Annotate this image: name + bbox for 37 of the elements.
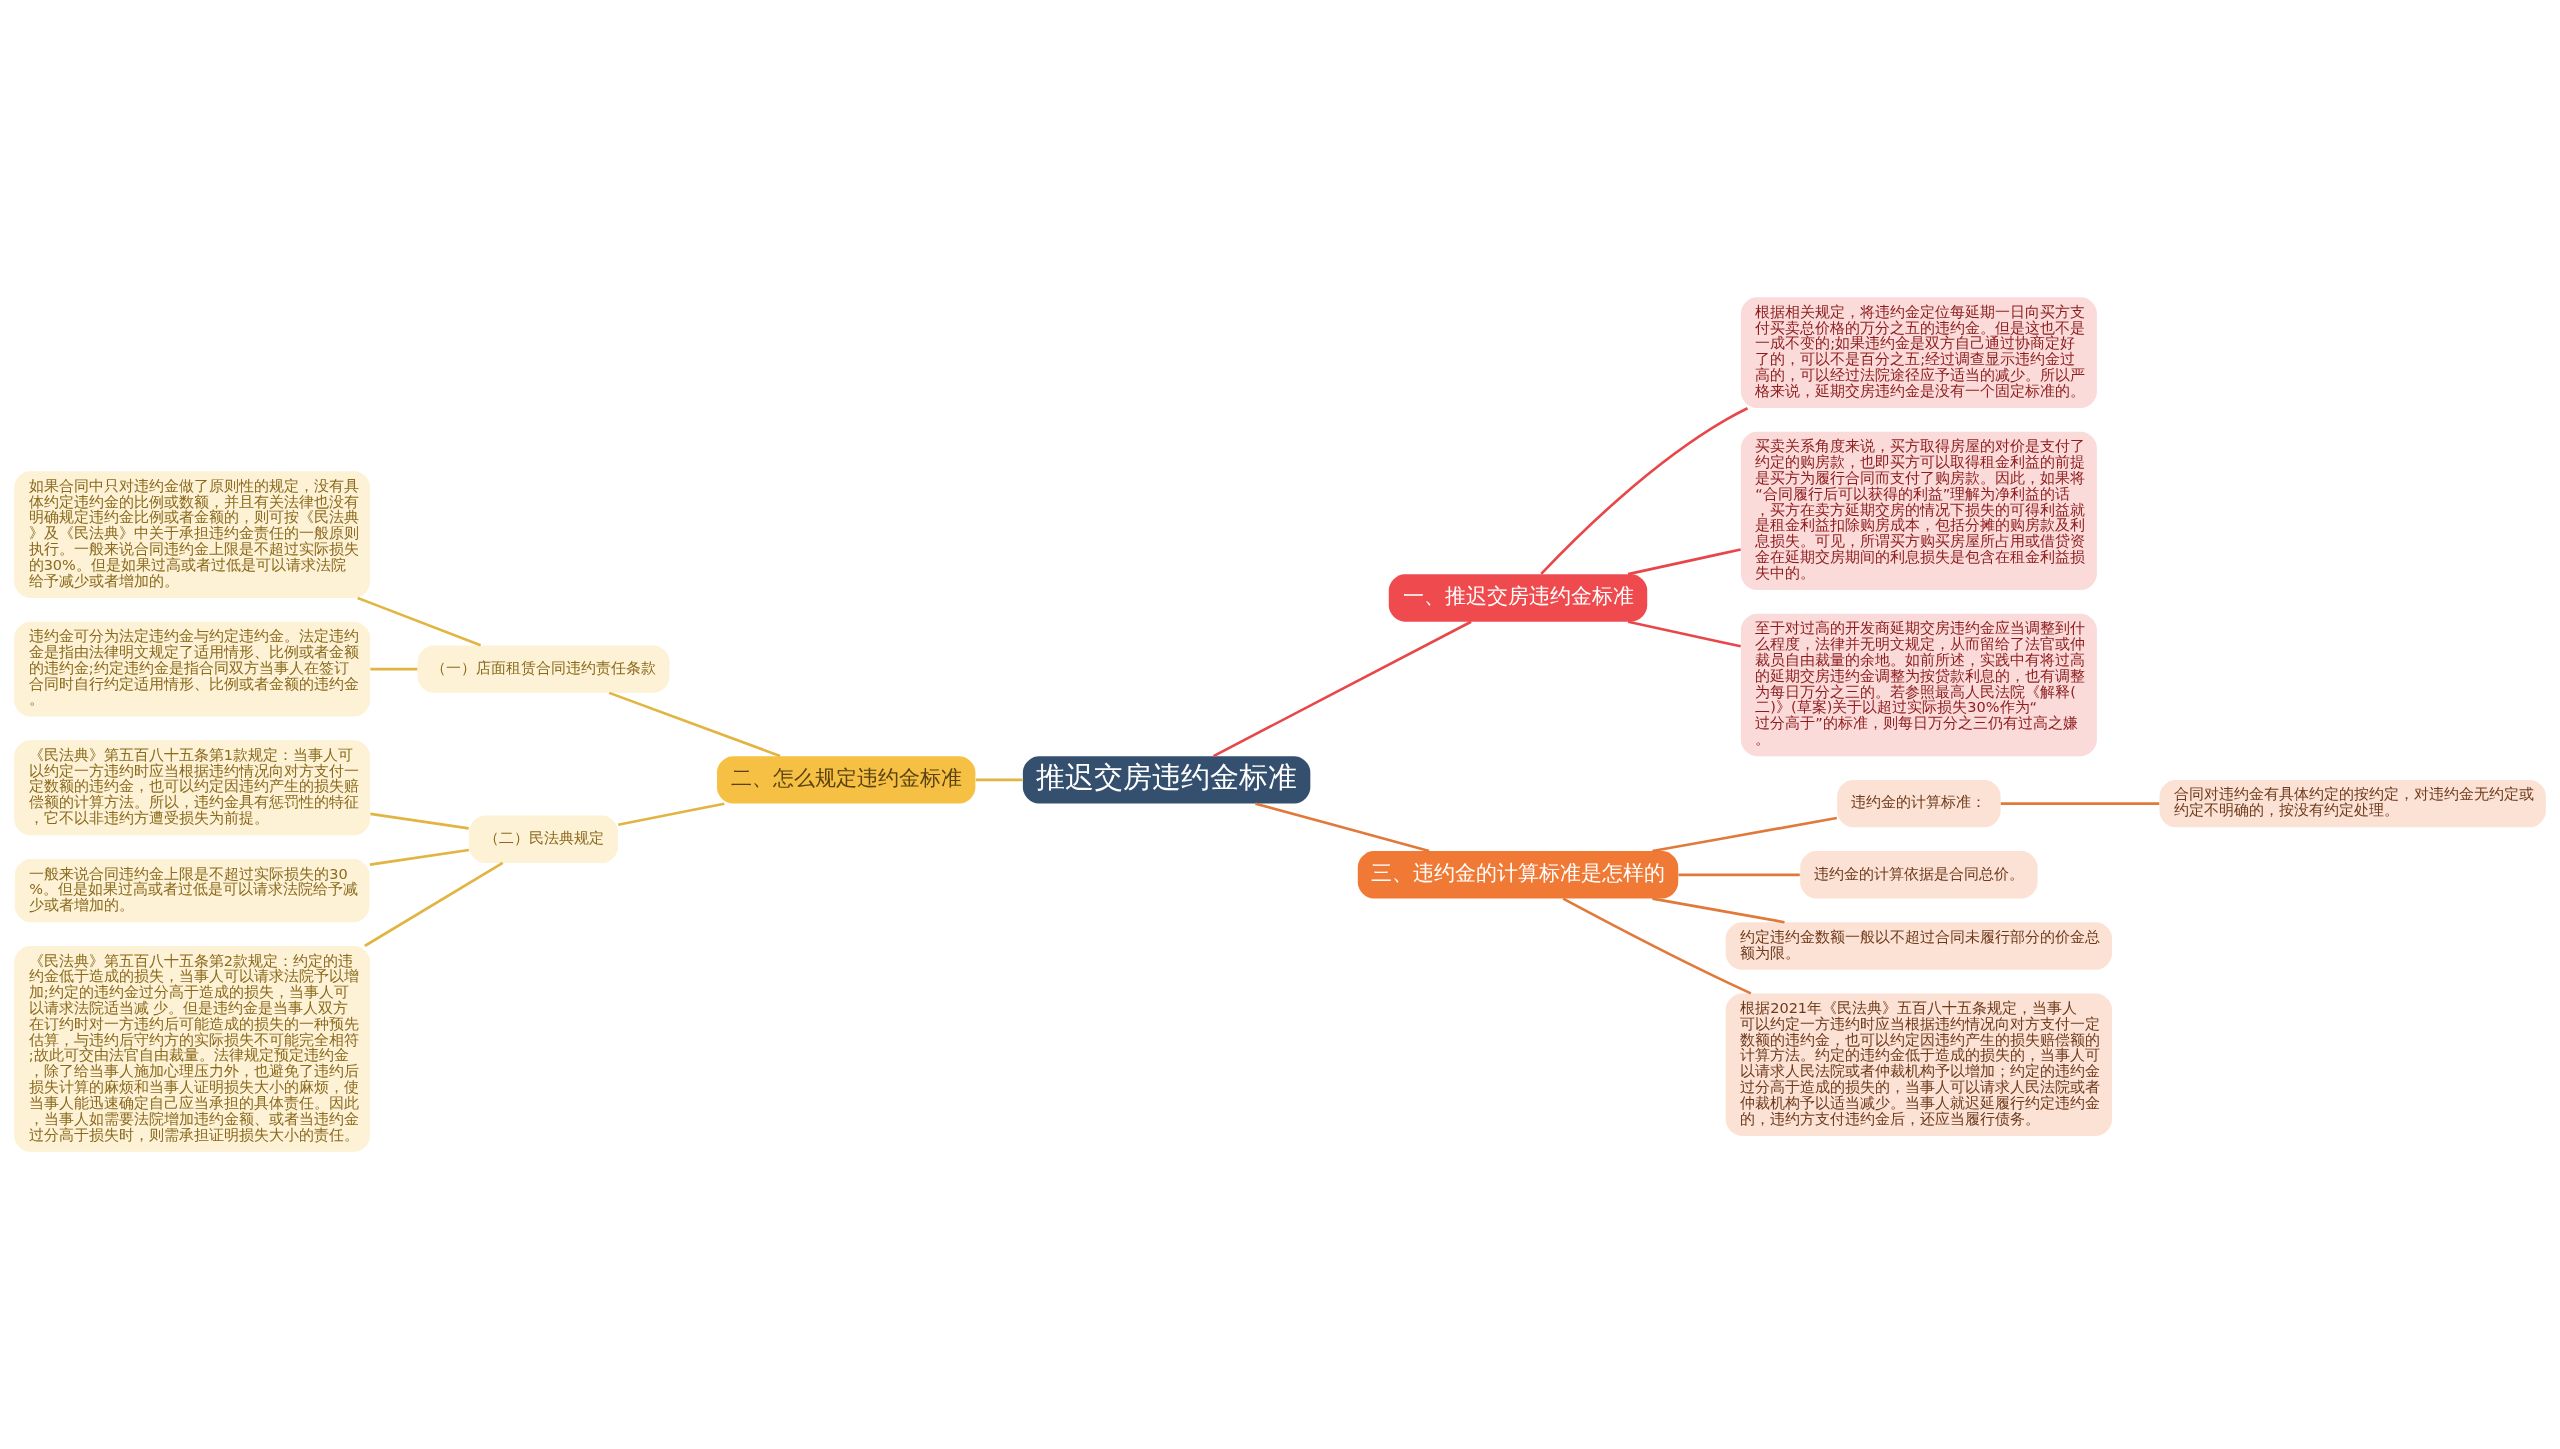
- connector: [2000, 802, 2160, 805]
- node-box: 根据相关规定，将违约金定位每延期一日向买方支付买卖总价格的万分之五的违约金。但是这也不是一成不变的;如果违约金是双方自己通过协商定好了的，可以不是百分之五;经过调查显示违约金过高的，可以经过法院途径应予适当的减少。所以严格来说，延期交房违约金是没有一个固定标准的。: [1740, 297, 2097, 409]
- connector: [370, 667, 418, 671]
- connector: [1540, 407, 1749, 575]
- connector: [364, 861, 504, 948]
- connector: [370, 812, 469, 830]
- node-box: 如果合同中只对违约金做了原则性的规定，没有具体约定违约金的比例或数额，并且有关法律也没有明确规定违约金比例或者金额的，则可按《民法典》及《民法典》中关于承担违约金责任的一般原则执行。一般来说合同违约金上限是不超过实际损失的30%。但是如果过高或者过低是可以请求法院给予减少或者增加的。: [14, 471, 371, 598]
- node-box: 至于对过高的开发商延期交房违约金应当调整到什么程度，法律并无明文规定，从而留给了法官或仲裁员自由裁量的余地。如前所述，实践中有将过高的延期交房违约金调整为按贷款利息的，也有调整为每日万分之三的。若参照最高人民法院《解释(二)》(草案)关于以超过实际损失30%作为“过分高于”的标准，则每日万分之三仍有过高之嫌。: [1740, 613, 2097, 757]
- node-box: 《民法典》第五百八十五条第1款规定：当事人可以约定一方违约时应当根据违约情况向对方支付一定数额的违约金，也可以约定因违约产生的损失赔偿额的计算方法。所以，违约金具有惩罚性的特征，它不以非违约方遭受损失为前提。: [14, 740, 371, 836]
- connector: [1678, 873, 1800, 877]
- connector: [357, 596, 482, 647]
- node-box: （二）民法典规定: [469, 815, 619, 863]
- node-box: 买卖关系角度来说，买方取得房屋的对价是支付了约定的购房款，也即买方可以取得租金利益的前提是买方为履行合同而支付了购房款。因此，如果将“合同履行后可以获得的利益”理解为净利益的话，买方在卖方延期交房的情况下损失的可得利益就是租金利益扣除购房成本，包括分摊的购房款及利息损失。可见，所谓买方购买房屋所占用或借贷资金在延期交房期间的利息损失是包含在租金利益损失中的。: [1740, 431, 2097, 590]
- connector: [1255, 802, 1430, 853]
- connector: [1652, 897, 1785, 924]
- connector: [1562, 897, 1752, 995]
- connector: [618, 802, 725, 826]
- node-box: 合同对违约金有具体约定的按约定，对违约金无约定或约定不明确的，按没有约定处理。: [2159, 779, 2546, 828]
- node-box: 三、违约金的计算标准是怎样的: [1357, 851, 1679, 899]
- node-box: 根据2021年《民法典》五百八十五条规定，当事人可以约定一方违约时应当根据违约情况向对方支付一定数额的违约金，也可以约定因违约产生的损失赔偿额的计算方法。约定的违约金低于造成的损失的，当事人可以请求人民法院或者仲裁机构予以增加；约定的违约金过分高于造成的损失的，当事人可以请求人民法院或者仲裁机构予以适当减少。当事人就迟延履行约定违约金的，违约方支付违约金后，还应当履行债务。: [1725, 993, 2113, 1136]
- node-box: 一、推迟交房违约金标准: [1388, 574, 1648, 622]
- node-box: 约定违约金数额一般以不超过合同未履行部分的价金总额为限。: [1725, 922, 2113, 970]
- node-box: 违约金可分为法定违约金与约定违约金。法定违约金是指由法律明文规定了适用情形、比例或者金额的违约金;约定违约金是指合同双方当事人在签订合同时自行约定适用情形、比例或者金额的违约金。: [14, 621, 371, 717]
- connector: [1212, 620, 1472, 758]
- node-box: 违约金的计算依据是合同总价。: [1800, 851, 2038, 899]
- connector: [1627, 620, 1741, 648]
- node-box: （一）店面租赁合同违约责任条款: [417, 645, 670, 693]
- connector: [608, 691, 781, 758]
- node-box: 一般来说合同违约金上限是不超过实际损失的30%。但是如果过高或者过低是可以请求法院给予减少或者增加的。: [14, 859, 370, 923]
- node-box: 推迟交房违约金标准: [1022, 756, 1311, 804]
- connector: [369, 848, 470, 866]
- node-box: 二、怎么规定违约金标准: [716, 756, 976, 804]
- connector: [975, 778, 1023, 782]
- connector: [1627, 548, 1741, 576]
- node-box: 《民法典》第五百八十五条第2款规定：约定的违约金低于造成的损失，当事人可以请求法院予以增加;约定的违约金过分高于造成的损失，当事人可以请求法院适当减 少。但是违约金是当事人双方在订约时对一方违约后可能造成的损失的一种预先估算，与违约后守约方的实际损失不可能完全相符;故此可交由法官自由裁量。法律规定预定违约金，除了给当事人施加心理压力外，也避免了违约后损失计算的麻烦和当事人证明损失大小的麻烦，使当事人能迅速确定自己应当承担的具体责任。因此，当事人如需要法院增加违约金额、或者当违约金过分高于损失时，则需承担证明损失大小的责任。: [14, 946, 371, 1152]
- connector: [1652, 816, 1838, 853]
- node-box: 违约金的计算标准：: [1837, 779, 2001, 828]
